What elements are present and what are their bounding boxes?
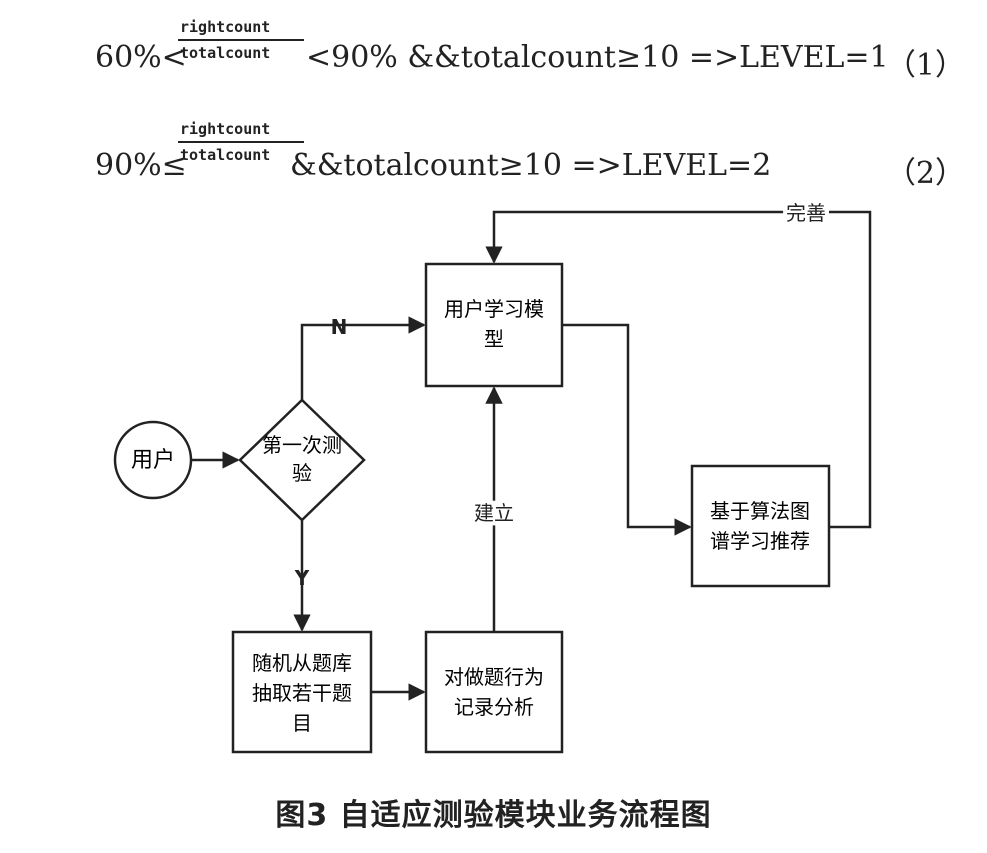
arrow-model-to-recommend <box>562 323 692 536</box>
figure-caption: 图3 自适应测验模块业务流程图 <box>275 798 712 833</box>
label-build: 建立 <box>474 501 514 525</box>
formula-2-fraction-bar <box>178 141 304 143</box>
model-node: 用户学习模 型 <box>424 262 564 388</box>
record-node: 对做题行为 记录分析 <box>424 630 564 754</box>
start-node-label: 用户 <box>131 448 175 473</box>
formula-2-denominator: totalcount <box>180 146 271 164</box>
random-label-line-3: 目 <box>292 711 312 735</box>
formula-1-denominator: totalcount <box>180 44 271 62</box>
formula-1-prefix: 60%< <box>95 40 187 75</box>
record-label-line-1: 对做题行为 <box>444 665 544 689</box>
model-label-line-2: 型 <box>484 327 504 351</box>
recommend-node: 基于算法图 谱学习推荐 <box>690 464 831 588</box>
formula-1-numerator: rightcount <box>180 18 271 36</box>
formula-2: 90%≤ rightcount totalcount &&totalcount≥… <box>0 108 987 191</box>
random-label-line-2: 抽取若干题 <box>252 681 352 705</box>
formula-1: 60%< rightcount totalcount <90% &&totalc… <box>0 0 987 83</box>
random-label-line-1: 随机从题库 <box>252 651 352 675</box>
start-node: 用户 <box>113 420 193 500</box>
decision-label-line-1: 第一次测 <box>262 433 342 457</box>
formula-2-suffix: &&totalcount≥10 =>LEVEL=2 <box>290 148 772 183</box>
formula-1-suffix: <90% &&totalcount≥10 =>LEVEL=1 <box>306 40 889 75</box>
label-yes: Y <box>294 566 310 590</box>
formula-1-fraction-bar <box>178 39 304 41</box>
recommend-label-line-1: 基于算法图 <box>710 499 810 523</box>
random-node: 随机从题库 抽取若干题 目 <box>231 630 373 754</box>
formula-2-number: （2） <box>885 156 965 191</box>
model-label-line-1: 用户学习模 <box>444 297 544 321</box>
decision-node: 第一次测 验 <box>238 398 366 522</box>
formula-2-numerator: rightcount <box>180 120 271 138</box>
formula-2-prefix: 90%≤ <box>95 148 187 183</box>
label-improve: 完善 <box>786 201 826 225</box>
record-label-line-2: 记录分析 <box>454 695 534 719</box>
arrow-no-to-model <box>300 316 426 400</box>
label-no: N <box>331 315 348 339</box>
recommend-label-line-2: 谱学习推荐 <box>710 529 810 553</box>
decision-label-line-2: 验 <box>292 461 312 485</box>
formula-1-number: （1） <box>885 48 965 83</box>
arrow-recommend-to-model <box>485 210 872 529</box>
